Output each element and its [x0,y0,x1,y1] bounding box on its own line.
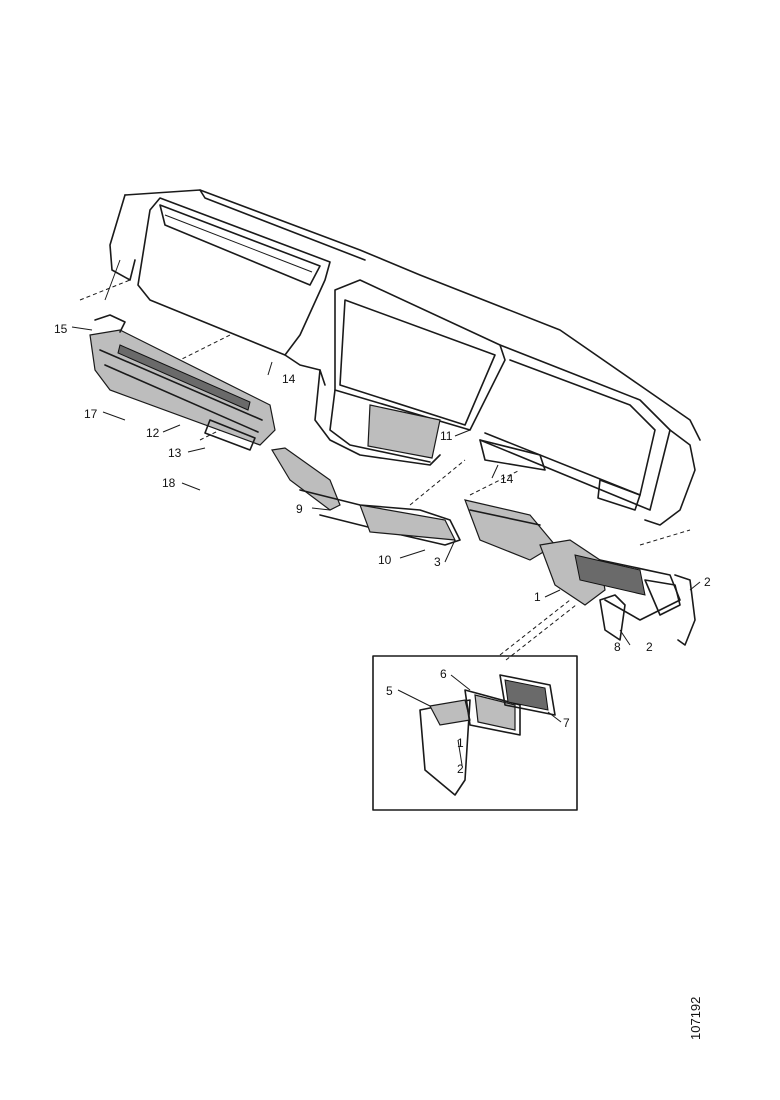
callout-6: 6 [440,667,447,681]
callout-5: 5 [386,684,393,698]
callout-2b: 2 [704,575,711,589]
left-lower-trim [89,314,276,451]
right-lower-trim [464,499,556,561]
callout-7: 7 [563,716,570,730]
centre-lower-trim [271,447,461,546]
callout-18: 18 [162,476,176,490]
callout-14b: 14 [500,472,514,486]
callout-labels: 15 17 12 13 18 14 9 10 3 11 14 1 8 2 2 5… [54,322,711,776]
leader-lines [71,326,701,723]
callout-14a: 14 [282,372,296,386]
inset-frame [372,655,578,811]
callout-11: 11 [440,429,453,443]
callout-3: 3 [434,555,441,569]
callout-15: 15 [54,322,68,336]
callout-13: 13 [168,446,182,460]
inset-callout-2: 2 [457,762,464,776]
callout-9: 9 [296,502,303,516]
callout-17: 17 [84,407,98,421]
callout-2a: 2 [646,640,653,654]
dashboard-panel [104,189,701,526]
inset-detail [372,655,578,811]
assembly-guide-lines [79,279,691,661]
callout-8: 8 [614,640,621,654]
callout-12: 12 [146,426,160,440]
document-id: 107192 [688,997,703,1040]
duct-assembly [539,539,696,646]
inset-callout-1: 1 [457,736,464,750]
callout-1: 1 [534,590,541,604]
callout-10: 10 [378,553,392,567]
